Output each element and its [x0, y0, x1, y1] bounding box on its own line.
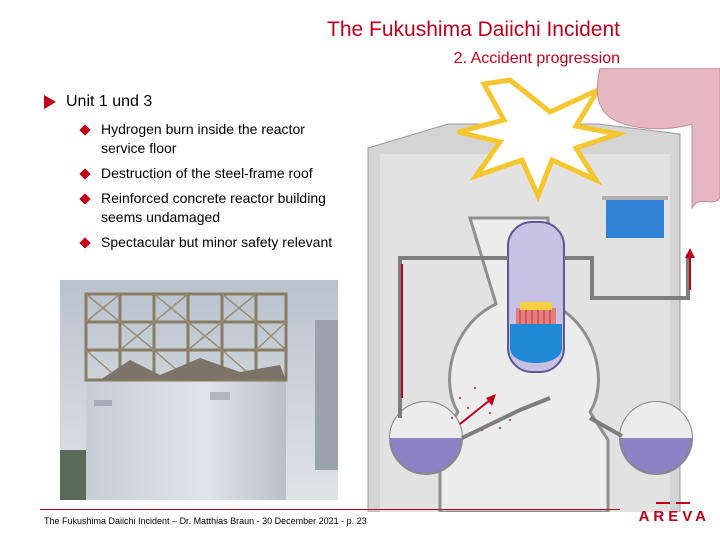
reactor-cross-section-diagram — [367, 68, 720, 512]
main-bullet-label: Unit 1 und 3 — [66, 93, 153, 110]
sub-bullet-text: Hydrogen burn inside the reactor service… — [101, 121, 305, 156]
slide-footer: The Fukushima Daiichi Incident – Dr. Mat… — [44, 516, 367, 526]
sub-bullet: Reinforced concrete reactor building see… — [78, 189, 353, 227]
sub-bullet: Destruction of the steel-frame roof — [78, 164, 353, 183]
sub-bullet-text: Destruction of the steel-frame roof — [101, 165, 313, 181]
diamond-bullet-icon — [79, 237, 91, 249]
triangle-bullet-icon — [44, 95, 56, 109]
reactor-building-photo — [60, 280, 338, 500]
main-bullet: Unit 1 und 3 — [44, 93, 152, 111]
diamond-bullet-icon — [79, 124, 91, 136]
sub-bullet-text: Spectacular but minor safety relevant — [101, 234, 333, 250]
slide-title: The Fukushima Daiichi Incident — [327, 18, 620, 41]
sub-bullet: Hydrogen burn inside the reactor service… — [78, 120, 353, 158]
diamond-bullet-icon — [79, 168, 91, 180]
sub-bullet-list: Hydrogen burn inside the reactor service… — [78, 120, 353, 258]
company-logo: AREVA — [638, 508, 710, 525]
sub-bullet: Spectacular but minor safety relevant — [78, 233, 353, 252]
slide-subtitle: 2. Accident progression — [453, 50, 620, 67]
sub-bullet-text: Reinforced concrete reactor building see… — [101, 190, 326, 225]
logo-mark-icon — [656, 502, 690, 504]
footer-divider — [40, 509, 620, 510]
diamond-bullet-icon — [79, 193, 91, 205]
